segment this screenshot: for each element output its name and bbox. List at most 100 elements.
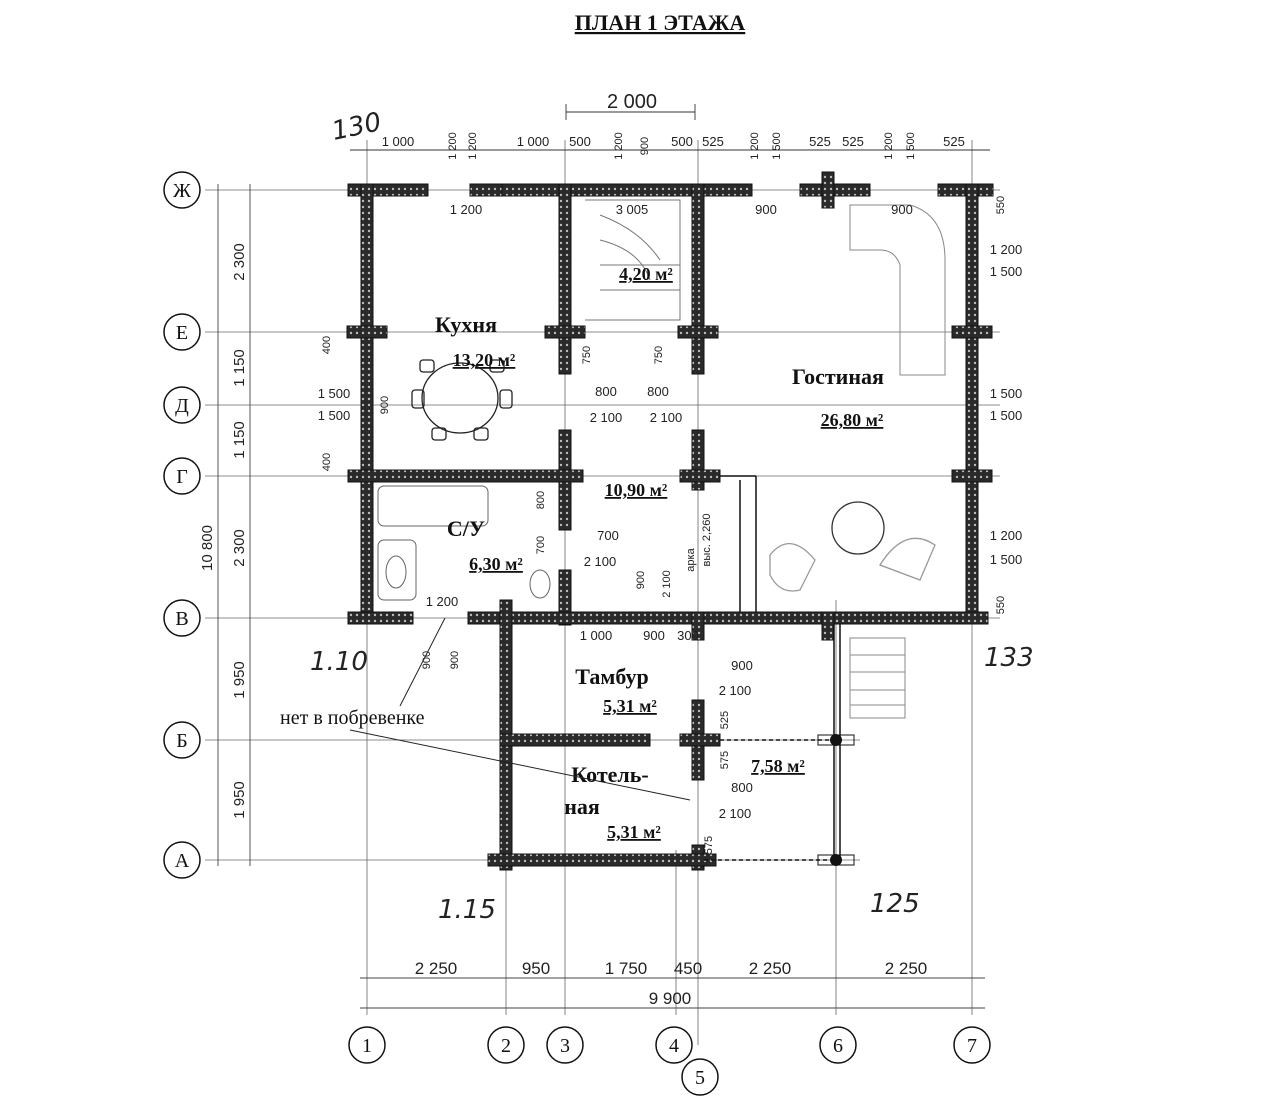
svg-text:700: 700 — [597, 528, 619, 543]
top-dimension — [350, 104, 990, 151]
svg-text:1.10: 1.10 — [310, 647, 368, 677]
svg-text:500: 500 — [671, 134, 693, 149]
svg-text:900: 900 — [755, 202, 777, 217]
svg-text:900: 900 — [635, 571, 647, 589]
svg-text:1 200: 1 200 — [990, 528, 1023, 543]
bottom-dimension-chain — [360, 977, 985, 1009]
svg-text:550: 550 — [995, 196, 1007, 214]
svg-text:1 500: 1 500 — [990, 264, 1023, 279]
svg-text:1 500: 1 500 — [990, 552, 1023, 567]
svg-text:1 200: 1 200 — [749, 132, 761, 160]
svg-text:900: 900 — [421, 651, 433, 669]
column-axes: 1 2 3 4 5 6 7 — [348, 1026, 991, 1096]
row-axes: Ж Е Д Г В Б А — [163, 171, 201, 879]
walls — [347, 183, 994, 871]
svg-text:750: 750 — [653, 346, 665, 364]
svg-text:2 100: 2 100 — [590, 410, 623, 425]
svg-text:1 500: 1 500 — [318, 386, 351, 401]
svg-text:2 100: 2 100 — [584, 554, 617, 569]
svg-text:1 200: 1 200 — [450, 202, 483, 217]
svg-text:550: 550 — [995, 596, 1007, 614]
svg-text:400: 400 — [321, 453, 333, 471]
svg-text:2 100: 2 100 — [650, 410, 683, 425]
handwritten-notes: 130 1.10 133 1.15 125 — [310, 107, 1034, 925]
svg-text:1 500: 1 500 — [771, 132, 783, 160]
svg-text:133: 133 — [984, 643, 1034, 673]
svg-text:900: 900 — [379, 396, 391, 414]
inner-dims: 1 200 3 005 900 900 800 2 100 800 2 100 … — [318, 196, 1023, 854]
svg-text:2 300: 2 300 — [231, 243, 248, 281]
left-dimension-chain — [217, 184, 251, 866]
svg-text:500: 500 — [569, 134, 591, 149]
svg-text:Е: Е — [176, 322, 188, 344]
svg-text:2 100: 2 100 — [661, 570, 673, 598]
svg-text:2 100: 2 100 — [719, 806, 752, 821]
svg-text:Г: Г — [176, 466, 188, 488]
room-stair-area: 4,20 м² — [619, 264, 673, 284]
svg-text:1 950: 1 950 — [231, 661, 248, 699]
svg-text:575: 575 — [719, 751, 731, 769]
svg-text:2 250: 2 250 — [885, 959, 928, 978]
entrance-steps — [849, 637, 906, 719]
svg-text:1 000: 1 000 — [580, 628, 613, 643]
svg-text:9 900: 9 900 — [649, 989, 692, 1008]
staircase — [585, 199, 681, 321]
svg-text:А: А — [175, 850, 190, 872]
svg-text:2 300: 2 300 — [231, 529, 248, 567]
svg-text:1 500: 1 500 — [905, 132, 917, 160]
svg-text:125: 125 — [870, 889, 920, 919]
svg-text:130: 130 — [329, 107, 384, 147]
svg-text:1.15: 1.15 — [438, 895, 496, 925]
room-kitchen-name: Кухня — [435, 312, 497, 337]
coffee-table — [769, 501, 936, 592]
posts — [817, 734, 855, 866]
svg-text:3: 3 — [560, 1035, 570, 1057]
svg-text:800: 800 — [535, 491, 547, 509]
svg-text:1 200: 1 200 — [467, 132, 479, 160]
sofa — [849, 204, 946, 376]
svg-text:525: 525 — [702, 134, 724, 149]
svg-text:575: 575 — [703, 836, 715, 854]
room-vestibule-area: 5,31 м² — [603, 696, 657, 716]
svg-text:1 500: 1 500 — [318, 408, 351, 423]
svg-text:1 200: 1 200 — [990, 242, 1023, 257]
svg-text:800: 800 — [595, 384, 617, 399]
svg-text:5: 5 — [695, 1067, 705, 1089]
room-kitchen-area: 13,20 м² — [453, 350, 516, 370]
dining-table — [411, 359, 513, 441]
room-hall-area: 10,90 м² — [605, 480, 668, 500]
plan-title: ПЛАН 1 ЭТАЖА — [575, 10, 746, 35]
room-porch-area: 7,58 м² — [751, 756, 805, 776]
svg-text:2 250: 2 250 — [415, 959, 458, 978]
svg-text:1 150: 1 150 — [231, 421, 248, 459]
svg-text:450: 450 — [674, 959, 702, 978]
note-leaders — [349, 617, 691, 801]
top-small-dims: 1 000 1 200 1 200 1 000 500 1 200 900 50… — [382, 132, 965, 160]
svg-text:900: 900 — [891, 202, 913, 217]
room-living-area: 26,80 м² — [821, 410, 884, 430]
room-boiler-name-2: ная — [564, 794, 600, 819]
svg-text:900: 900 — [639, 137, 651, 155]
svg-text:1 200: 1 200 — [447, 132, 459, 160]
svg-text:1 950: 1 950 — [231, 781, 248, 819]
svg-text:3 005: 3 005 — [616, 202, 649, 217]
left-dims: 2 300 1 150 1 150 2 300 1 950 1 950 10 8… — [199, 243, 248, 819]
svg-text:2 100: 2 100 — [719, 683, 752, 698]
room-living-name: Гостиная — [792, 364, 884, 389]
svg-text:Ж: Ж — [173, 180, 191, 202]
svg-text:6: 6 — [833, 1035, 843, 1057]
room-labels: Кухня 13,20 м² 4,20 м² Гостиная 26,80 м²… — [435, 264, 884, 842]
svg-text:900: 900 — [731, 658, 753, 673]
svg-text:1 200: 1 200 — [883, 132, 895, 160]
svg-text:1 150: 1 150 — [231, 349, 248, 387]
svg-text:1 200: 1 200 — [426, 594, 459, 609]
svg-text:750: 750 — [581, 346, 593, 364]
room-bath-name: С/У — [447, 516, 485, 541]
log-corners — [346, 171, 993, 641]
svg-text:900: 900 — [643, 628, 665, 643]
top-dim-2000: 2 000 — [607, 91, 657, 113]
svg-text:300: 300 — [677, 628, 699, 643]
svg-text:10 800: 10 800 — [199, 525, 216, 571]
svg-text:800: 800 — [731, 780, 753, 795]
svg-text:1 500: 1 500 — [990, 408, 1023, 423]
